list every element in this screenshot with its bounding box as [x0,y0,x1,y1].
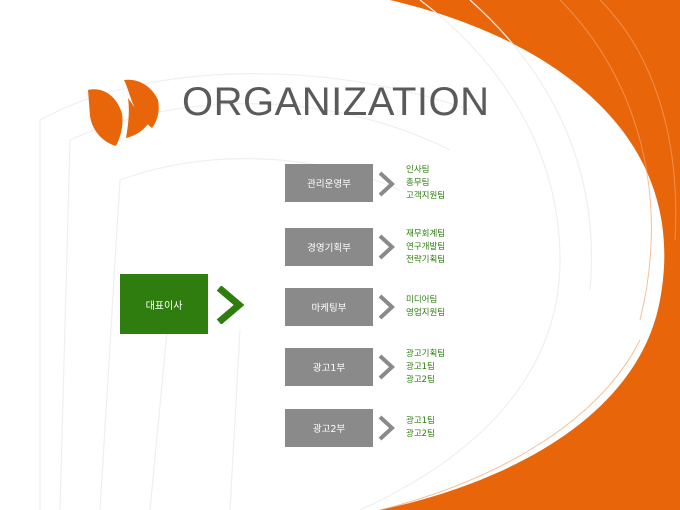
department-box: 관리운영부 [285,164,373,202]
department-box: 마케팅부 [285,288,373,326]
team-list: 재무회계팀 연구개발팀 전략기획팀 [406,228,445,267]
team-item: 총무팀 [406,178,430,188]
team-item: 광고2팀 [406,429,435,439]
chevron-right-icon [216,286,245,324]
team-list: 광고1팀 광고2팀 [406,415,435,441]
team-item: 광고1팀 [406,362,435,372]
team-item: 광고2팀 [406,375,435,385]
company-logo [88,79,159,146]
team-item: 광고기획팀 [406,349,446,359]
team-item: 광고1팀 [406,416,435,426]
swoosh-lines [379,0,677,510]
chevron-right-icon [378,171,395,197]
team-item: 인사팀 [406,165,430,175]
team-item: 미디어팀 [406,295,438,305]
chevron-right-icon [378,234,395,260]
department-box: 경영기획부 [285,228,373,266]
team-item: 연구개발팀 [406,242,446,252]
department-box: 광고2부 [285,409,373,447]
team-list: 인사팀 총무팀 고객지원팀 [406,164,445,203]
chevron-right-icon [378,415,395,441]
team-item: 전략기획팀 [406,255,446,265]
team-list: 미디어팀 영업지원팀 [406,294,445,320]
page-title: ORGANIZATION [182,80,490,124]
chevron-right-icon [378,354,395,380]
team-list: 광고기획팀 광고1팀 광고2팀 [406,348,445,387]
ceo-box: 대표이사 [120,274,208,334]
chevron-right-icon [378,294,395,320]
team-item: 고객지원팀 [406,191,446,201]
team-item: 영업지원팀 [406,308,446,318]
team-item: 재무회계팀 [406,229,446,239]
department-box: 광고1부 [285,348,373,386]
